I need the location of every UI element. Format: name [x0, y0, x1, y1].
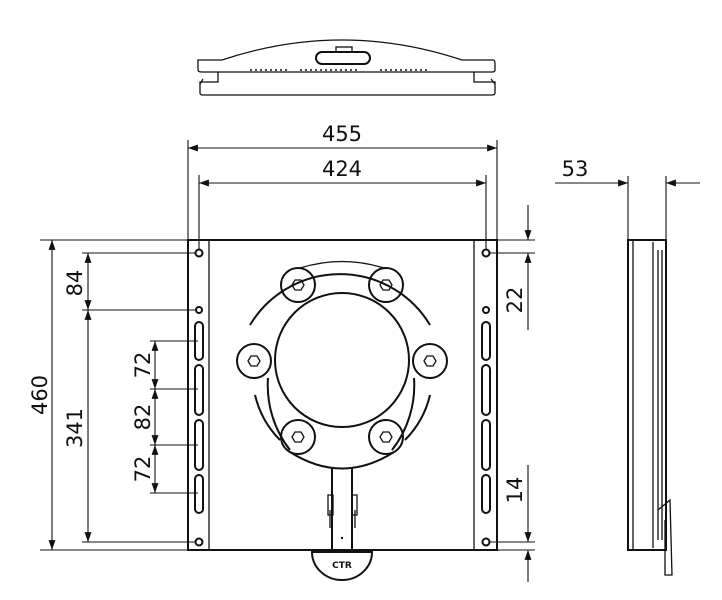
rotating-ring — [236, 260, 448, 470]
dim-455: 455 — [322, 122, 362, 146]
front-view: CTR — [187, 239, 498, 581]
top-view — [197, 39, 496, 96]
lever-handle: CTR — [310, 467, 374, 581]
dim-341: 341 — [63, 408, 87, 448]
dim-72-upper: 72 — [131, 352, 155, 379]
dim-424: 424 — [322, 157, 362, 181]
dim-84: 84 — [63, 270, 87, 297]
dim-53: 53 — [562, 157, 589, 181]
dim-22: 22 — [503, 287, 527, 314]
dim-82: 82 — [131, 404, 155, 431]
dim-460: 460 — [28, 375, 52, 415]
handle-logo: CTR — [332, 561, 352, 571]
dimension-labels: 455 424 53 460 84 341 72 82 72 22 14 — [28, 122, 588, 503]
side-view — [627, 239, 673, 576]
dim-14: 14 — [503, 477, 527, 504]
bolt-icons — [236, 267, 448, 455]
mounting-slots — [194, 321, 491, 514]
dim-72-lower: 72 — [131, 456, 155, 483]
dimension-lines — [40, 140, 700, 582]
